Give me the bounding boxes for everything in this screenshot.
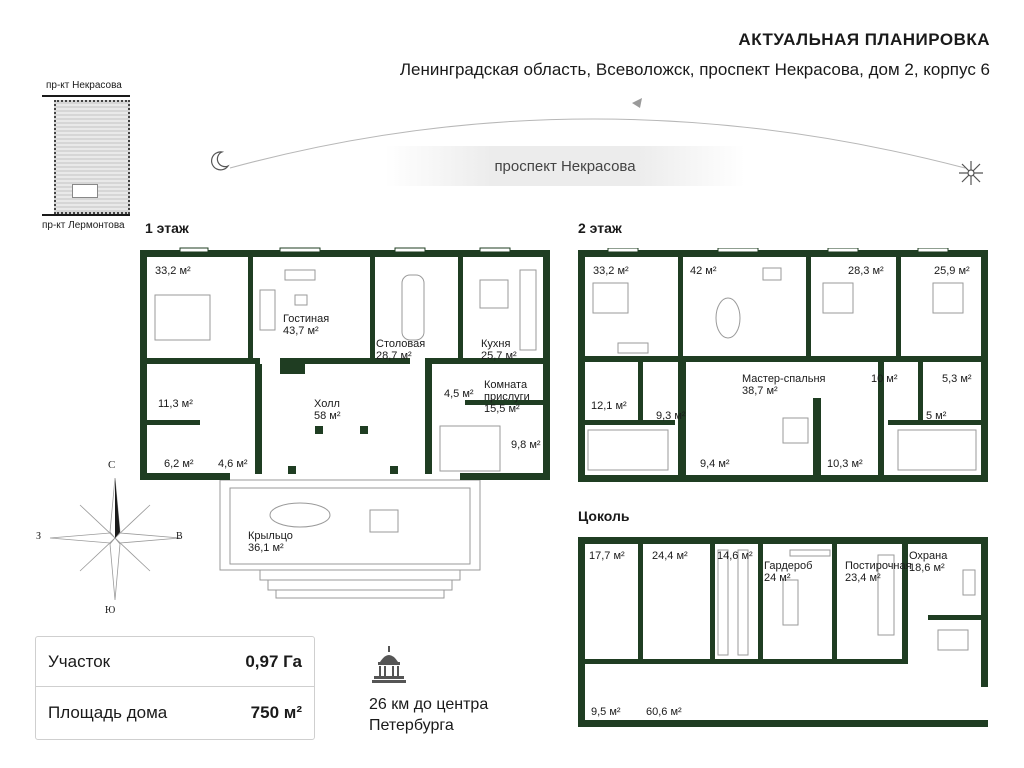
plot-value: 0,97 Га: [245, 651, 302, 671]
floor-2-room-4: 25,9 м²: [934, 265, 970, 277]
street-banner: [385, 146, 745, 186]
floor-2-room-9: 9,3 м²: [656, 410, 686, 422]
compass-west: З: [36, 531, 42, 542]
floor-1-room-7: 4,5 м²: [444, 388, 474, 400]
moon-icon: [208, 150, 230, 177]
landmark-dome-icon: [372, 646, 406, 689]
sun-icon: [958, 160, 984, 191]
plot-row: Участок 0,97 Га: [36, 637, 314, 687]
house-area-row: Площадь дома 750 м²: [36, 688, 314, 738]
floor-2-plan: [578, 248, 988, 482]
floor-2-room-7: 5,3 м²: [942, 373, 972, 385]
floor-2-room-11: 9,4 м²: [700, 458, 730, 470]
floor-1-room-10: 6,2 м²: [164, 458, 194, 470]
floor-1-room-1: 33,2 м²: [155, 265, 191, 277]
floor-2-room-2: 42 м²: [690, 265, 717, 277]
floor-1-room-5: 11,3 м²: [158, 398, 193, 410]
compass-north: С: [108, 459, 116, 471]
page-title: АКТУАЛЬНАЯ ПЛАНИРОВКА: [738, 30, 990, 49]
floor-1-room-8: Комната прислуги 15,5 м²: [484, 379, 530, 415]
floor-2-room-12: 10,3 м²: [827, 458, 863, 470]
site-map: пр-кт Некрасова пр-кт Лермонтова: [30, 76, 145, 236]
sun-path: [229, 98, 966, 169]
summary-box: Участок 0,97 Га Площадь дома 750 м²: [35, 636, 315, 740]
site-map-bottom-line: [42, 214, 130, 216]
floor-1-plan: [140, 247, 550, 599]
basement-room-7: 9,5 м²: [591, 706, 621, 718]
floor-2-furniture: [587, 267, 977, 471]
floor-1-porch: [219, 479, 481, 599]
distance-line-1: 26 км до центра: [369, 696, 489, 713]
floor-1-walls: [140, 250, 550, 480]
floor-2-windows: [607, 248, 949, 253]
compass-rose-icon: [49, 477, 181, 601]
compass-south: Ю: [105, 605, 116, 616]
floor-2-room-6: 10 м²: [871, 373, 898, 385]
basement-fittings: [717, 549, 976, 656]
street-name: проспект Некрасова: [494, 158, 636, 175]
floor-1-windows: [179, 247, 511, 253]
basement-room-2: 24,4 м²: [652, 550, 688, 562]
site-map-top-street: пр-кт Некрасова: [46, 80, 122, 91]
site-map-top-line: [42, 95, 130, 97]
floor-1-room-11: 4,6 м²: [218, 458, 248, 470]
address-subtitle: Ленинградская область, Всеволожск, просп…: [399, 60, 990, 79]
floor-1-furniture: [154, 269, 537, 472]
floor-2-room-3: 28,3 м²: [848, 265, 884, 277]
basement-room-3: 14,6 м²: [717, 550, 753, 562]
basement-walls: [578, 537, 988, 727]
site-map-house: [72, 184, 98, 198]
floor-2-room-1: 33,2 м²: [593, 265, 629, 277]
floor-1-room-9: 9,8 м²: [511, 439, 541, 451]
distance-line-2: Петербурга: [369, 717, 454, 734]
house-area-value: 750 м²: [250, 703, 302, 722]
basement-room-1: 17,7 м²: [589, 550, 625, 562]
site-map-bottom-street: пр-кт Лермонтова: [42, 220, 125, 231]
house-area-label: Площадь дома: [48, 703, 168, 722]
plot-label: Участок: [48, 651, 111, 671]
floor-1-title: 1 этаж: [145, 220, 189, 236]
floor-2-walls: [578, 250, 988, 482]
floor-2-room-8: 12,1 м²: [591, 400, 627, 412]
compass-east: В: [176, 531, 183, 542]
basement-room-8: 60,6 м²: [646, 706, 682, 718]
floor-2-title: 2 этаж: [578, 220, 622, 236]
floor-2-room-10: 5 м²: [926, 410, 947, 422]
basement-plan: [578, 537, 988, 727]
basement-title: Цоколь: [578, 508, 630, 524]
